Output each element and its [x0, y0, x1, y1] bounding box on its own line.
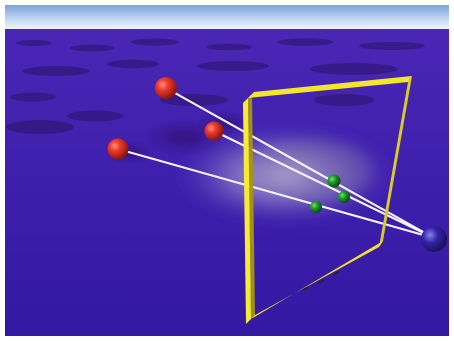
frame-marker	[332, 271, 340, 276]
ray-line	[116, 147, 436, 240]
floor-patch	[131, 38, 179, 46]
floor-patch	[359, 42, 425, 50]
red-sphere	[107, 138, 129, 160]
red-sphere	[204, 121, 224, 141]
yellow-square-frame	[243, 76, 412, 324]
floor-patch	[277, 38, 333, 46]
green-intersection-points	[310, 174, 350, 213]
floor-patch	[6, 120, 74, 134]
floor-patch	[206, 43, 252, 51]
floor-patch	[10, 92, 56, 102]
frame-bottom-edge	[251, 241, 383, 319]
red-sphere	[155, 77, 177, 99]
floor-patch	[67, 110, 123, 122]
floor-patch	[197, 61, 269, 71]
green-point	[310, 201, 322, 213]
ray-line	[164, 86, 436, 240]
frame-right-edge	[379, 76, 412, 247]
frame-left-edge	[243, 98, 251, 324]
floor-patch	[22, 66, 90, 76]
frame-marker	[302, 286, 310, 291]
floor-shadow-patterns	[6, 38, 425, 134]
floor-patch	[160, 94, 228, 106]
floor-patch	[314, 94, 374, 106]
floor-patch	[70, 44, 114, 52]
green-point	[327, 174, 341, 188]
green-point	[338, 191, 350, 203]
frame-left-edge-shadow	[248, 94, 255, 319]
frame-marker	[317, 279, 325, 284]
floor-patch	[107, 59, 159, 69]
viewer-eye	[421, 226, 447, 252]
red-spheres	[107, 77, 224, 160]
floor-patch	[16, 40, 52, 46]
floor-patch	[310, 63, 398, 75]
sky-band	[5, 5, 449, 29]
blue-eye-sphere	[421, 226, 447, 252]
frame-top-edge	[248, 76, 412, 98]
